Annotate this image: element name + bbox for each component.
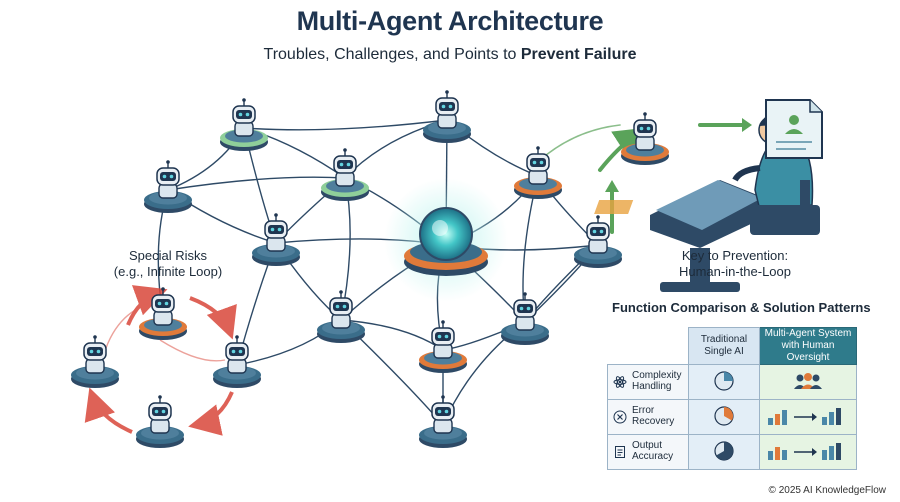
risk-label-line1: Special Risks <box>128 248 208 263</box>
row-label-line2: Recovery <box>632 416 675 427</box>
subtitle-text: Troubles, Challenges, and Points to <box>263 46 521 63</box>
row-label-line2: Handling <box>632 381 672 392</box>
comparison-table-title: Function Comparison & Solution Patterns <box>612 300 871 315</box>
robot-agent-icon <box>317 290 365 343</box>
table-row: Complexity Handling <box>607 364 857 400</box>
risk-label-line2: (e.g., Infinite Loop) <box>113 264 223 279</box>
robot-agent-icon <box>419 395 467 448</box>
robot-agent-icon <box>213 335 261 388</box>
growth-bars-icon <box>768 442 841 460</box>
traditional-cell <box>688 434 760 470</box>
approved-document-icon <box>765 99 823 159</box>
agent-nodes <box>71 90 669 448</box>
col-multi-line2: with Human Oversight <box>781 340 835 363</box>
row-label-error-recovery: Error Recovery <box>607 399 689 435</box>
multi-agent-cell <box>759 399 857 435</box>
robot-agent-icon <box>514 146 562 199</box>
robot-agent-icon <box>136 395 184 448</box>
multi-agent-cell <box>759 434 857 470</box>
table-header-row: Traditional Single AI Multi-Agent System… <box>608 327 857 365</box>
multi-agent-cell <box>759 364 857 400</box>
traditional-cell <box>688 364 760 400</box>
special-risks-label: Special Risks (e.g., Infinite Loop) <box>88 248 248 280</box>
team-icon <box>794 372 822 389</box>
prevention-label-line2: Human-in-the-Loop <box>678 264 791 279</box>
infinite-loop-cycle <box>84 285 237 436</box>
robot-agent-icon <box>252 213 300 266</box>
page-title: Multi-Agent Architecture <box>296 6 604 36</box>
robot-agent-icon <box>321 148 369 201</box>
table-corner <box>608 328 689 365</box>
comparison-table: Traditional Single AI Multi-Agent System… <box>607 327 857 470</box>
table-row: Output Accuracy <box>607 434 857 470</box>
central-orchestrator-hub <box>384 178 508 302</box>
connection-line <box>243 115 450 131</box>
prevention-label: Key to Prevention: Human-in-the-Loop <box>660 248 810 280</box>
col-traditional-line1: Traditional <box>700 334 748 345</box>
growth-bars-icon <box>768 407 841 425</box>
pie-chart-icon <box>714 440 734 461</box>
col-traditional-line2: Single AI <box>704 346 744 357</box>
pie-chart-icon <box>714 405 734 426</box>
table-row: Error Recovery <box>607 399 857 435</box>
robot-agent-icon <box>574 215 622 268</box>
row-label-line1: Error <box>632 405 655 416</box>
col-multi-line1: Multi-Agent System <box>764 328 852 339</box>
atom-icon <box>613 376 627 388</box>
robot-agent-icon <box>419 320 467 373</box>
robot-agent-icon <box>144 160 192 213</box>
row-label-complexity: Complexity Handling <box>607 364 689 400</box>
subtitle-emphasis: Prevent Failure <box>520 46 637 63</box>
error-x-icon <box>613 410 627 424</box>
traditional-cell <box>688 399 760 435</box>
column-header-traditional: Traditional Single AI <box>688 327 760 365</box>
robot-agent-icon <box>139 287 187 340</box>
pie-chart-icon <box>714 370 734 391</box>
prevention-label-line1: Key to Prevention: <box>681 248 789 263</box>
robot-agent-icon <box>501 292 549 345</box>
row-label-output-accuracy: Output Accuracy <box>607 434 689 470</box>
robot-agent-icon <box>220 98 268 151</box>
copyright-footer: © 2025 AI KnowledgeFlow <box>768 485 886 496</box>
document-icon <box>615 446 625 458</box>
row-label-line2: Accuracy <box>632 451 674 462</box>
page-subtitle: Troubles, Challenges, and Points to Prev… <box>0 46 900 64</box>
robot-agent-icon <box>621 112 669 165</box>
row-label-line1: Output <box>632 440 663 451</box>
connection-line <box>167 176 346 191</box>
row-label-line1: Complexity <box>632 370 682 381</box>
robot-agent-icon <box>423 90 471 143</box>
robot-agent-icon <box>71 335 119 388</box>
column-header-multi-agent: Multi-Agent System with Human Oversight <box>759 327 857 365</box>
